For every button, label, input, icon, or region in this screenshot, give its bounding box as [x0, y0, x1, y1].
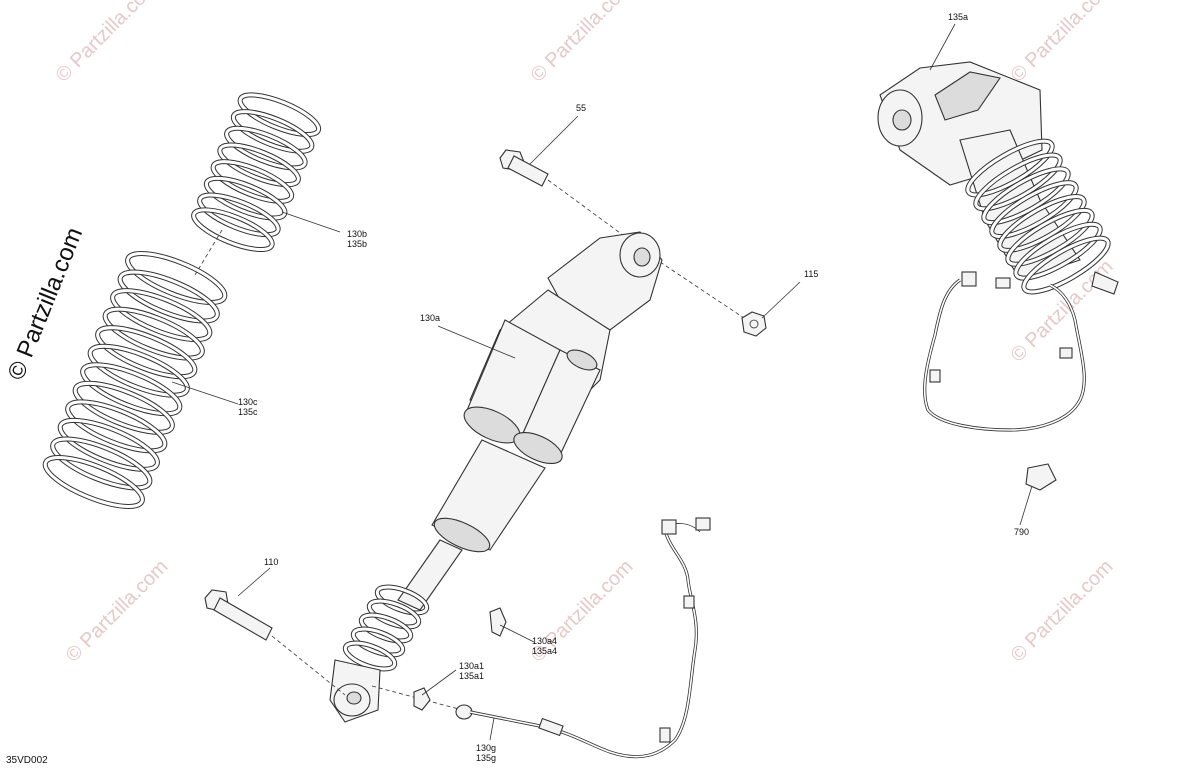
leader-lines — [171, 23, 1033, 741]
callout-790: 790 — [1014, 527, 1030, 537]
callout-line: 130c — [238, 397, 258, 407]
upper-spring — [191, 92, 322, 253]
callout-130g: 130g 135g — [476, 743, 496, 763]
callout-line: 130g — [476, 743, 497, 753]
sensor-130g — [455, 704, 473, 720]
clip-130a1 — [413, 687, 431, 711]
bolt-110 — [204, 589, 273, 641]
callout-line: 130b — [347, 229, 368, 239]
callout-line: 135c — [238, 407, 258, 417]
callout-110: 110 — [264, 557, 279, 567]
callout-line: 135a1 — [459, 671, 485, 681]
callout-line: 130a1 — [459, 661, 485, 671]
callout-135a: 135a — [948, 12, 969, 22]
callout-55: 55 — [576, 103, 587, 113]
clip-790 — [1025, 463, 1057, 491]
callout-line: 135b — [347, 239, 368, 249]
callout-line: 130a4 — [532, 636, 558, 646]
main-shock-absorber — [329, 231, 663, 723]
callout-130b: 130b 135b — [347, 229, 367, 249]
diagram-reference: 35VD002 — [6, 755, 48, 766]
callout-115: 115 — [804, 269, 819, 279]
callout-130a: 130a — [420, 313, 441, 323]
callout-line: 135g — [476, 753, 497, 763]
lower-spring — [42, 251, 228, 509]
callout-130a1: 130a1 135a1 — [459, 661, 484, 681]
callout-line: 135a4 — [532, 646, 558, 656]
bolt-55 — [499, 149, 549, 187]
clip-130a4 — [489, 607, 507, 637]
nut-115 — [741, 311, 767, 337]
callout-130a4: 130a4 135a4 — [532, 636, 557, 656]
callout-130c: 130c 135c — [238, 397, 258, 417]
secondary-shock-assembly — [877, 61, 1119, 295]
